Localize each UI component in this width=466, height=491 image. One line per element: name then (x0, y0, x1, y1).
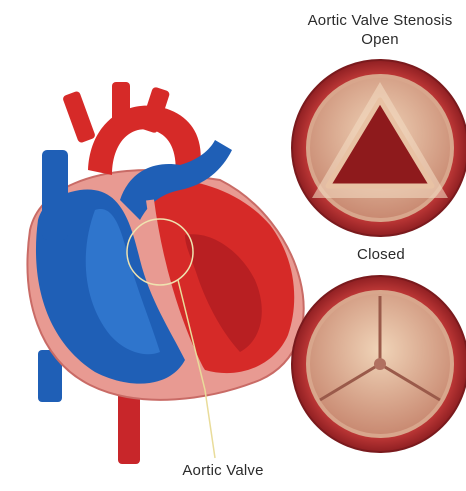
superior-vena-cava (42, 150, 68, 240)
open-valve-illustration (292, 60, 466, 236)
closed-valve-illustration (292, 276, 466, 452)
